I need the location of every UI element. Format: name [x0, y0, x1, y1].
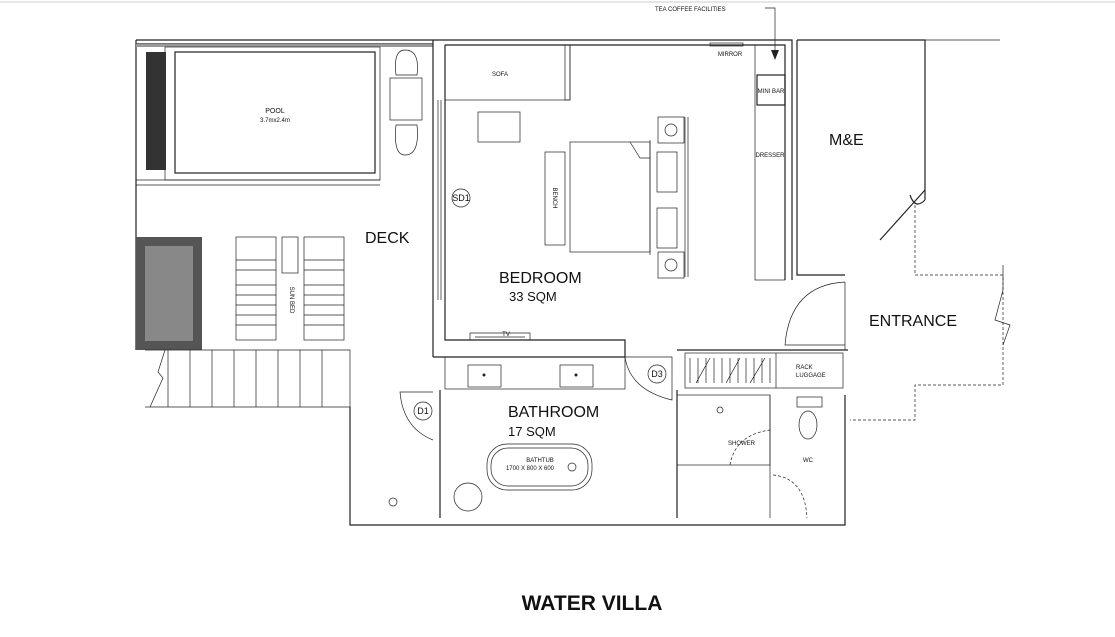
label-entrance: ENTRANCE	[869, 313, 957, 330]
label-tea-coffee: TEA COFFEE FACILITIES	[655, 7, 726, 13]
sun-beds	[235, 236, 345, 341]
label-bedroom: BEDROOM	[499, 270, 582, 287]
label-mini-bar: MINI BAR	[758, 89, 785, 95]
coffee-table	[477, 111, 521, 143]
plan-title: WATER VILLA	[522, 592, 663, 615]
label-bathtub-size: 1700 X 800 X 600	[506, 466, 555, 472]
mande-room	[796, 39, 1000, 276]
bathtub	[486, 443, 593, 491]
label-bathroom: BATHROOM	[508, 404, 599, 421]
outdoor-dining-set	[389, 49, 423, 156]
label-dresser: DRESSER	[755, 153, 785, 159]
label-mirror: MIRROR	[718, 52, 743, 58]
label-d3: D3	[651, 369, 663, 379]
pool	[174, 51, 376, 174]
dresser	[754, 44, 786, 281]
shower	[676, 394, 771, 466]
label-shower: SHOWER	[728, 441, 756, 447]
vanity	[444, 356, 626, 390]
label-sd1: SD1	[452, 193, 470, 203]
mini-bar	[756, 74, 786, 106]
entrance	[784, 205, 1011, 421]
bathroom-basin-round	[453, 482, 483, 512]
label-sofa: SOFA	[492, 72, 508, 78]
label-bathtub: BATHTUB	[526, 458, 554, 464]
label-d1: D1	[417, 406, 429, 416]
label-wc: WC	[803, 458, 814, 464]
label-bathroom-area: 17 SQM	[508, 424, 556, 439]
bench	[544, 151, 566, 246]
bed	[569, 116, 689, 279]
pool-hatch-strip	[146, 52, 166, 170]
wc	[769, 395, 823, 519]
bathroom-walls	[349, 349, 848, 526]
label-sun-bed: SUN BED	[288, 287, 294, 314]
label-pool-size: 3.7mx2.4m	[260, 118, 290, 124]
rug	[136, 237, 202, 350]
label-mande: M&E	[829, 132, 864, 149]
mirror	[709, 42, 744, 47]
door-d3[interactable]	[624, 356, 673, 401]
label-bedroom-area: 33 SQM	[509, 289, 557, 304]
stairs	[145, 349, 351, 408]
bedroom-walls	[432, 39, 793, 357]
label-rack: RACK	[796, 365, 813, 371]
label-bench: BENCH	[551, 187, 557, 208]
label-pool: POOL	[265, 108, 285, 115]
tv	[469, 332, 531, 340]
label-deck: DECK	[365, 230, 410, 247]
door-d1[interactable]	[399, 391, 434, 441]
label-tv: TV	[502, 332, 510, 338]
annotation-arrow	[765, 7, 776, 55]
label-luggage: LUGGAGE	[796, 373, 826, 379]
door-sd1[interactable]	[451, 188, 471, 208]
pool-deck	[135, 39, 433, 350]
luggage-rack	[684, 352, 844, 389]
outdoor-shower	[388, 497, 398, 507]
